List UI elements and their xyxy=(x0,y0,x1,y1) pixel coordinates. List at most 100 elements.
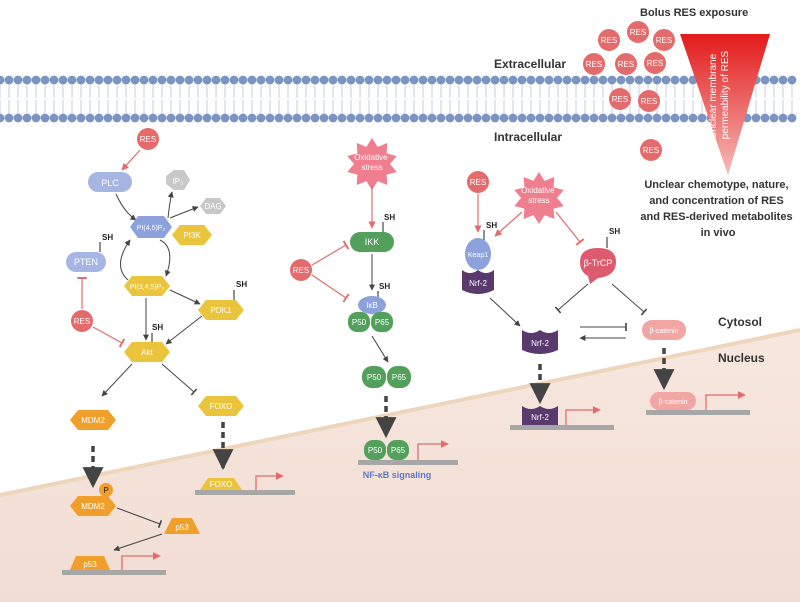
pi3k-node: PI3K xyxy=(172,225,212,245)
btrcp-node: SH β-TrCP xyxy=(580,227,620,284)
svg-text:DAG: DAG xyxy=(204,202,221,211)
foxo-node: FOXO xyxy=(198,396,244,416)
svg-text:PI(4,5)P₂: PI(4,5)P₂ xyxy=(137,225,166,232)
oxidative-stress-burst xyxy=(347,138,397,190)
oxidative-stress-label: Oxidative stress xyxy=(521,186,557,205)
svg-text:RES: RES xyxy=(656,36,672,45)
p53-node: p53 xyxy=(164,518,200,534)
res-molecule: RES xyxy=(71,310,93,332)
btrcp-inhibits-nrf2 xyxy=(554,283,589,314)
svg-text:RES: RES xyxy=(470,178,486,187)
res-molecule: RES xyxy=(598,29,620,51)
mdm2-nuclear-node: MDM2 xyxy=(70,496,116,516)
svg-text:p53: p53 xyxy=(175,523,189,532)
res-molecule: RES xyxy=(644,52,666,74)
mdm2-inhibits-p53 xyxy=(116,507,163,529)
svg-text:β-catenin: β-catenin xyxy=(659,399,688,406)
ip3-node: IP₃ xyxy=(166,170,190,190)
unclear-metabolites-label: Unclear chemotype, nature, and concentra… xyxy=(640,179,795,239)
keap1-node: SH Keap1 xyxy=(465,221,497,270)
svg-text:PTEN: PTEN xyxy=(74,257,98,267)
res-molecule: RES xyxy=(638,90,660,112)
cell-membrane xyxy=(0,75,797,123)
res-to-plc-arrow xyxy=(121,149,141,171)
ikb-to-nfkb-arrow xyxy=(371,335,389,363)
svg-text:p53: p53 xyxy=(83,560,97,569)
res-molecule: RES xyxy=(609,88,631,110)
svg-text:IKK: IKK xyxy=(365,237,380,247)
nrf2-release-arrow xyxy=(489,297,521,327)
stress-to-keap1-arrow xyxy=(494,211,523,237)
plc-node: PLC xyxy=(88,172,132,192)
svg-text:Nrf-2: Nrf-2 xyxy=(531,413,549,422)
svg-text:P65: P65 xyxy=(392,373,407,382)
svg-text:SH: SH xyxy=(609,227,620,236)
res-molecule: RES xyxy=(653,29,675,51)
svg-text:FOXO: FOXO xyxy=(210,480,233,489)
res-molecule: RES xyxy=(467,171,489,193)
ikb-complex: SH IκB P50 P65 xyxy=(348,282,393,332)
svg-text:IκB: IκB xyxy=(366,301,378,310)
svg-text:RES: RES xyxy=(74,317,90,326)
svg-text:RES: RES xyxy=(643,146,659,155)
svg-text:PI3K: PI3K xyxy=(183,231,201,240)
svg-text:P50: P50 xyxy=(368,446,383,455)
res-molecule: RES xyxy=(290,259,312,281)
svg-text:SH: SH xyxy=(379,282,390,291)
nuclear-envelope xyxy=(0,328,800,497)
svg-text:FOXO: FOXO xyxy=(210,402,233,411)
akt-inhibits-foxo xyxy=(161,363,198,396)
phospho-badge: P xyxy=(99,483,113,497)
pip2-to-ip3-arrow xyxy=(167,191,174,219)
res-inhibits-akt xyxy=(92,326,126,348)
nrf2-cytosol-node: Nrf-2 xyxy=(462,270,494,294)
pten-node: PTEN xyxy=(66,252,106,272)
nrf2-node: Nrf-2 xyxy=(522,330,558,354)
svg-text:SH: SH xyxy=(486,221,497,230)
svg-text:P50: P50 xyxy=(367,373,382,382)
svg-text:MDM2: MDM2 xyxy=(81,502,105,511)
res-molecule: RES xyxy=(137,128,159,150)
pip3-node: PI(3,4,5)P₃ xyxy=(124,276,170,296)
svg-text:MDM2: MDM2 xyxy=(81,416,105,425)
svg-text:RES: RES xyxy=(293,266,309,275)
svg-text:PLC: PLC xyxy=(101,178,119,188)
intracellular-label: Intracellular xyxy=(494,130,562,144)
pi3k-cycle-arrow xyxy=(159,239,171,277)
svg-text:PI(3,4,5)P₃: PI(3,4,5)P₃ xyxy=(130,284,165,291)
ikk-sh-label: SH xyxy=(384,213,395,222)
bolus-label: Bolus RES exposure xyxy=(640,7,748,19)
oxidative-stress-burst xyxy=(514,172,564,224)
pdk1-to-akt-arrow xyxy=(165,315,203,345)
res-molecule: RES xyxy=(583,53,605,75)
dag-node: DAG xyxy=(200,198,226,214)
svg-text:RES: RES xyxy=(612,95,628,104)
mdm2-node: MDM2 xyxy=(70,410,116,430)
p53-gene-promoter: p53 xyxy=(62,552,166,575)
nrf2-gene-promoter: Nrf-2 xyxy=(510,406,614,430)
btrcp-inhibits-bcatenin xyxy=(611,283,648,316)
oxidative-stress-label: Oxidative stress xyxy=(354,153,390,172)
cytosol-label: Cytosol xyxy=(718,315,762,329)
svg-text:IP₃: IP₃ xyxy=(173,177,184,186)
svg-text:PDK1: PDK1 xyxy=(211,306,232,315)
svg-text:β-catenin: β-catenin xyxy=(650,328,679,335)
pdk1-node: PDK1 xyxy=(198,300,244,320)
pten-cycle-arrow xyxy=(120,239,131,281)
svg-text:Nrf-2: Nrf-2 xyxy=(531,339,549,348)
svg-text:RES: RES xyxy=(601,36,617,45)
svg-text:P65: P65 xyxy=(375,318,390,327)
svg-text:Nrf-2: Nrf-2 xyxy=(469,279,487,288)
permeability-cone xyxy=(680,34,770,175)
extracellular-label: Extracellular xyxy=(494,57,566,71)
pip3-to-pdk1-arrow xyxy=(169,289,201,305)
svg-text:Akt: Akt xyxy=(141,348,153,357)
pdk1-sh-label: SH xyxy=(236,280,247,289)
res-molecule: RES xyxy=(627,21,649,43)
nfkb-gene-promoter: P50 P65 xyxy=(358,440,458,465)
svg-text:P65: P65 xyxy=(391,446,406,455)
permeability-label: Unclear membrane permeability of RES xyxy=(708,50,731,139)
svg-text:RES: RES xyxy=(641,97,657,106)
foxo-gene-promoter: FOXO xyxy=(195,472,295,495)
